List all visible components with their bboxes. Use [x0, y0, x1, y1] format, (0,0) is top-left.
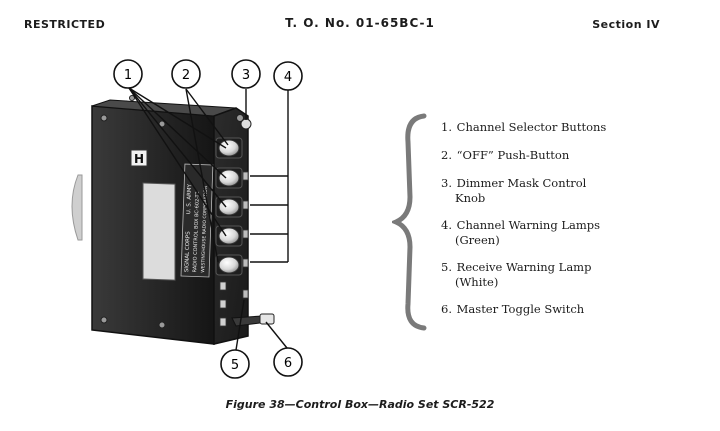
legend-number: 1.	[441, 120, 452, 134]
panel-mark-plate	[130, 149, 148, 167]
nameplate-line2: U. S. ARMY	[186, 183, 193, 214]
nameplate-line4: WESTINGHOUSE RADIO CORPORATION	[200, 186, 209, 273]
callout-circles	[113, 59, 303, 379]
legend-number: 3.	[441, 176, 452, 190]
mount-ridge	[71, 174, 83, 241]
legend-text: “OFF” Push-Button	[456, 148, 570, 162]
legend-text: Dimmer Mask Control	[456, 176, 587, 190]
legend-item: 2. “OFF” Push-Button	[441, 148, 691, 163]
nameplate-line1: SIGNAL CORPS	[184, 231, 191, 273]
figure-caption: Figure 38—Control Box—Radio Set SCR-522	[225, 398, 495, 411]
legend-text: Master Toggle Switch	[456, 302, 585, 316]
legend-text-cont: (White)	[455, 275, 499, 289]
legend-item: 1. Channel Selector Buttons	[441, 120, 691, 135]
document-number: T. O. No. 01-65BC-1	[285, 16, 435, 30]
nameplate-line3: RADIO CONTROL BOX BC-602-T2	[192, 191, 201, 272]
legend-brace	[392, 113, 427, 331]
callout-2: 2	[182, 68, 190, 83]
legend-text: Channel Warning Lamps	[456, 218, 601, 232]
callout-5: 5	[231, 358, 239, 373]
restricted-label: RESTRICTED	[24, 18, 106, 31]
callout-1: 1	[124, 68, 132, 83]
leader-lines	[128, 87, 289, 351]
screws	[100, 95, 244, 329]
callout-4: 4	[284, 70, 292, 85]
warning-lamps	[242, 171, 249, 299]
legend-item: 3. Dimmer Mask Control Knob	[441, 176, 691, 206]
blank-plate	[142, 182, 176, 281]
legend-number: 5.	[441, 260, 452, 274]
legend-text: Receive Warning Lamp	[456, 260, 592, 274]
legend-text-cont: (Green)	[455, 233, 500, 247]
nameplate: SIGNAL CORPS U. S. ARMY RADIO CONTROL BO…	[180, 163, 214, 278]
legend-text-cont: Knob	[455, 191, 486, 205]
section-label: Section IV	[592, 18, 660, 31]
legend-number: 6.	[441, 302, 452, 316]
callout-6: 6	[284, 356, 292, 371]
legend-item: 6. Master Toggle Switch	[441, 302, 691, 317]
legend-number: 4.	[441, 218, 452, 232]
dimmer-knob	[240, 118, 252, 130]
panel-mark: H	[134, 152, 144, 166]
channel-selector-buttons	[215, 137, 243, 276]
callout-3: 3	[242, 68, 250, 83]
lower-controls	[219, 281, 227, 327]
legend-item: 5. Receive Warning Lamp (White)	[441, 260, 691, 290]
legend-item: 4. Channel Warning Lamps (Green)	[441, 218, 691, 248]
legend-text: Channel Selector Buttons	[456, 120, 607, 134]
legend-number: 2.	[441, 148, 452, 162]
